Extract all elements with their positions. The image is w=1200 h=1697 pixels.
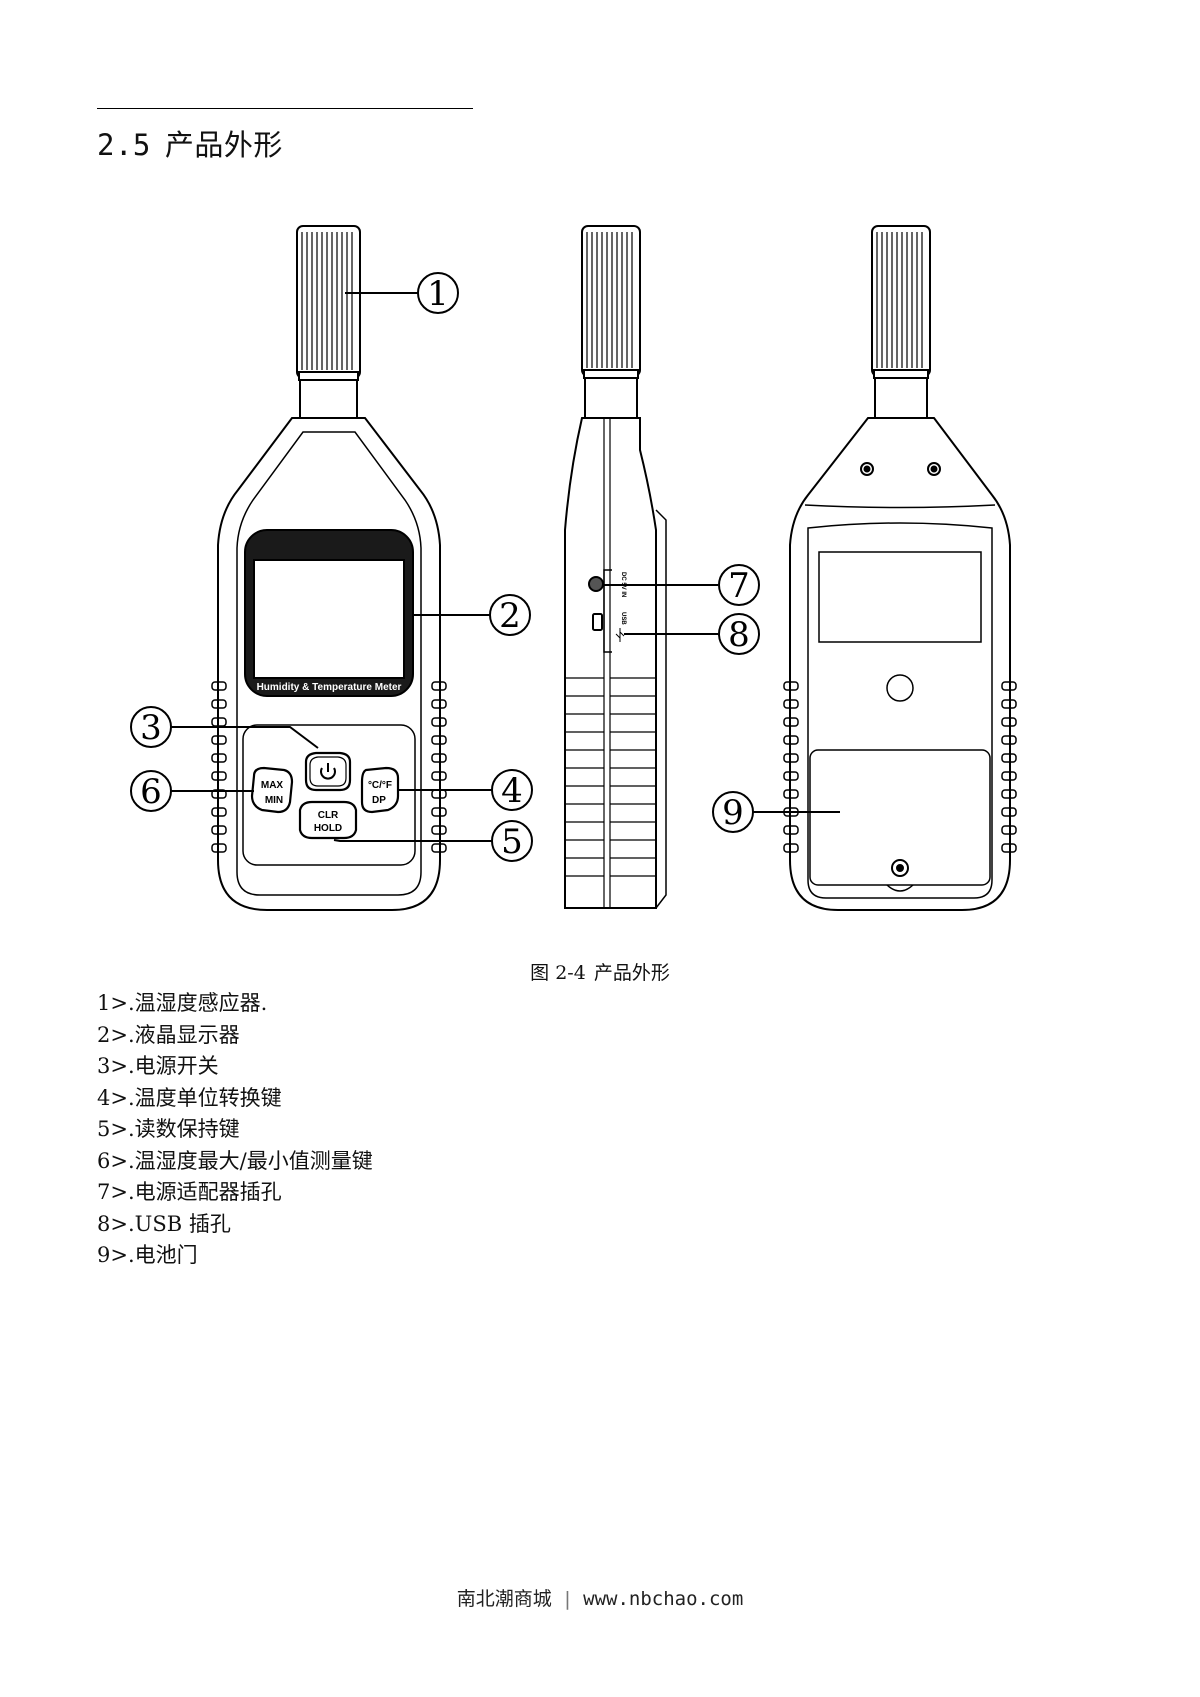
product-outline-figure: Humidity & Temperature Meter bbox=[130, 225, 1017, 911]
callout-7-number: 7 bbox=[728, 566, 750, 606]
list-item: 3>.电源开关 bbox=[97, 1054, 219, 1078]
power-icon bbox=[320, 763, 336, 780]
callout-4: 4 bbox=[491, 769, 533, 811]
list-item: 8>.USB 插孔 bbox=[97, 1211, 231, 1236]
list-item: 2>.液晶显示器 bbox=[97, 1022, 240, 1047]
page-footer: 南北潮商城 | www.nbchao.com bbox=[0, 1584, 1200, 1611]
figure-caption: 图 2-4 产品外形 bbox=[0, 958, 1200, 985]
clr-top-label: CLR bbox=[318, 810, 339, 821]
callout-leaders bbox=[171, 292, 840, 842]
list-item: 9>.电池门 bbox=[97, 1243, 198, 1267]
callout-2: 2 bbox=[489, 594, 531, 636]
figure-caption-text: 产品外形 bbox=[593, 962, 670, 984]
callout-6: 6 bbox=[130, 770, 172, 812]
callout-9: 9 bbox=[712, 791, 754, 833]
footer-separator: | bbox=[561, 1588, 574, 1610]
list-item: 5>.读数保持键 bbox=[97, 1117, 240, 1141]
callout-7: 7 bbox=[718, 564, 760, 606]
callout-3-number: 3 bbox=[140, 708, 162, 748]
callout-8-number: 8 bbox=[728, 615, 750, 655]
callout-1-number: 1 bbox=[427, 274, 449, 314]
usb-port-label: USB bbox=[620, 612, 626, 625]
callout-9-number: 9 bbox=[722, 793, 744, 833]
list-item: 4>.温度单位转换键 bbox=[97, 1085, 282, 1110]
section-number: 2.5 bbox=[97, 128, 151, 162]
callout-2-number: 2 bbox=[499, 596, 521, 636]
usb-icon bbox=[615, 628, 625, 642]
device-band-text: Humidity & Temperature Meter bbox=[257, 682, 402, 693]
callout-5-number: 5 bbox=[501, 822, 523, 862]
callout-8: 8 bbox=[718, 613, 760, 655]
callout-1: 1 bbox=[417, 272, 459, 314]
side-view: DC 5V IN USB bbox=[564, 225, 667, 909]
clr-bottom-label: HOLD bbox=[314, 823, 342, 834]
unit-top-label: °C/°F bbox=[368, 780, 392, 791]
figure-caption-label: 图 2-4 bbox=[530, 962, 586, 984]
callout-6-number: 6 bbox=[140, 772, 162, 812]
callout-5: 5 bbox=[491, 820, 533, 862]
section-title: 2.5 产品外形 bbox=[97, 122, 283, 164]
section-title-text: 产品外形 bbox=[164, 128, 283, 162]
maxmin-top-label: MAX bbox=[261, 780, 284, 791]
front-view: Humidity & Temperature Meter bbox=[211, 225, 447, 911]
callout-3: 3 bbox=[130, 706, 172, 748]
unit-bottom-label: DP bbox=[372, 795, 386, 806]
footer-url: www.nbchao.com bbox=[583, 1588, 744, 1610]
maxmin-bottom-label: MIN bbox=[265, 795, 283, 806]
callout-4-number: 4 bbox=[501, 771, 523, 811]
back-view bbox=[783, 225, 1017, 911]
footer-site-name: 南北潮商城 bbox=[456, 1588, 552, 1610]
parts-list: 1>.温湿度感应器. 2>.液晶显示器 3>.电源开关 4>.温度单位转换键 5… bbox=[97, 988, 373, 1272]
header-rule bbox=[97, 108, 473, 109]
list-item: 6>.温湿度最大/最小值测量键 bbox=[97, 1148, 373, 1173]
list-item: 7>.电源适配器插孔 bbox=[97, 1180, 282, 1204]
list-item: 1>.温湿度感应器. bbox=[97, 991, 268, 1015]
